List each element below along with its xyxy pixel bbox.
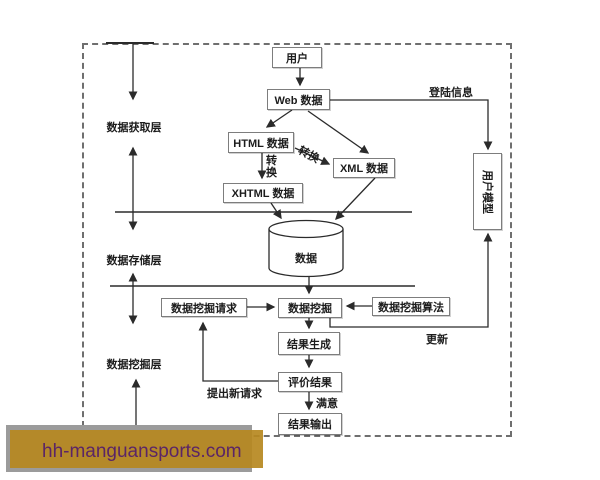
mining-algorithm-box: 数据挖掘算法 [372,297,450,316]
arrow-xml-to-database [335,177,376,220]
result-evaluate-box: 评价结果 [278,372,342,392]
xml-data-box: XML 数据 [333,158,395,178]
result-generate-box: 结果生成 [278,332,340,355]
user-model-label: 用户模型 [480,169,493,214]
arrow-update-to-model [329,232,493,328]
result-output-box: 结果输出 [278,413,342,435]
storage-layer-label: 数据存储层 [106,255,162,267]
mining-request-box: 数据挖掘请求 [161,298,247,317]
arrow-web-to-html [265,109,293,128]
arrow-login-to-model [330,99,493,151]
html-data-box: HTML 数据 [228,132,294,153]
watermark-text: hh-manguansports.com [42,441,242,462]
database-label: 数据 [295,253,317,265]
database-cylinder [268,219,344,278]
data-mining-box: 数据挖掘 [278,298,342,318]
user-model-box: 用户模型 [473,153,502,230]
mining-layer-label: 数据挖掘层 [106,359,162,371]
satisfied-label: 满意 [316,398,338,410]
login-info-label: 登陆信息 [429,87,473,99]
diagram-dashed-border [82,43,512,437]
update-label: 更新 [426,334,448,346]
new-request-label: 提出新请求 [207,388,262,400]
acquisition-layer-label: 数据获取层 [106,122,162,134]
watermark-background [10,430,263,468]
user-box: 用户 [272,47,322,68]
convert-to-xhtml-label: 转换 [266,155,277,179]
xhtml-data-box: XHTML 数据 [223,183,303,203]
arrow-xhtml-to-database [270,202,282,220]
arrow-html-to-xml [294,147,331,165]
arrow-web-to-xml [307,110,370,154]
web-data-box: Web 数据 [267,89,330,110]
arrow-new-request-feedback [198,321,278,382]
